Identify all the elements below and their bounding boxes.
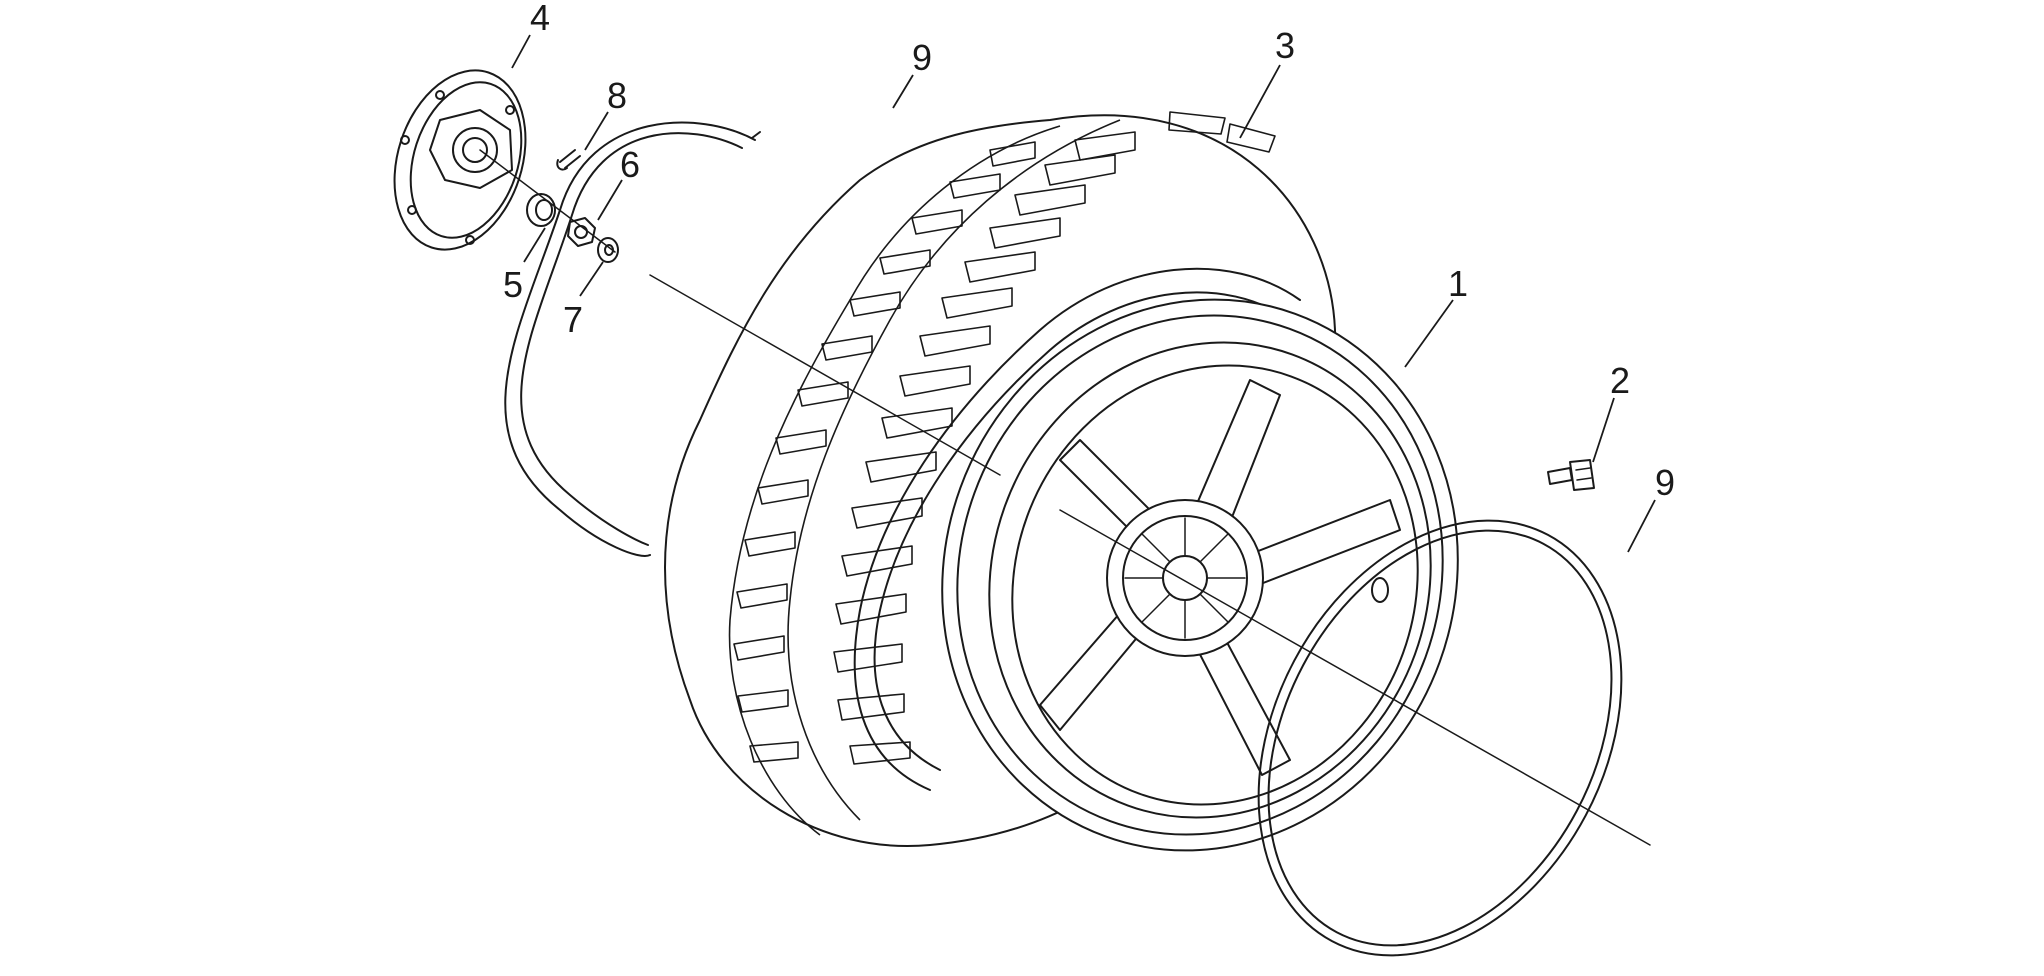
part-9-ring-right [1257, 519, 1623, 957]
callout-6: 6 [620, 144, 640, 185]
callout-3: 3 [1275, 25, 1295, 66]
part-1-rim [941, 298, 1459, 852]
axle-centerline [479, 149, 1651, 846]
callout-8: 8 [607, 75, 627, 116]
callout-4: 4 [530, 0, 550, 38]
part-2-valve [1547, 459, 1595, 491]
callout-7: 7 [563, 299, 583, 340]
part-8-pin [556, 149, 581, 171]
callout-9-right: 9 [1655, 462, 1675, 503]
callout-1: 1 [1448, 263, 1468, 304]
part-7-washer [597, 237, 619, 263]
part-9-ring-left [504, 121, 761, 557]
callout-9-left: 9 [912, 37, 932, 78]
callout-2: 2 [1610, 360, 1630, 401]
callout-5: 5 [503, 264, 523, 305]
part-4-hub-plate [393, 69, 527, 251]
callout-labels: 4 9 3 8 6 5 7 1 2 9 [503, 0, 1675, 503]
leader-lines [511, 34, 1656, 553]
part-5-spacer [526, 193, 556, 227]
part-6-nut [567, 217, 596, 247]
